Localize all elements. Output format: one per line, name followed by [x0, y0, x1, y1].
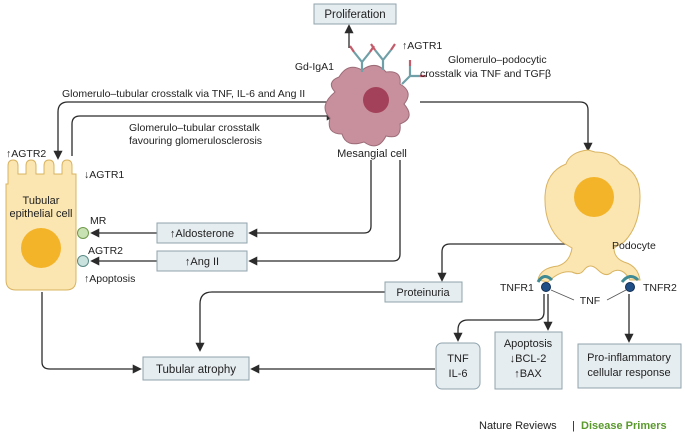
- arrow-glomerulo-tubular-1: [53, 101, 330, 160]
- tnfr1-receptor-icon: [536, 275, 554, 292]
- agtr1-top-label: ↑AGTR1: [402, 40, 442, 52]
- arrow-glomerulo-tubular-2: [71, 111, 336, 156]
- aldosterone-label: ↑Aldosterone: [170, 228, 234, 240]
- credit-publisher: Nature Reviews: [479, 420, 557, 432]
- agtr2-label: AGTR2: [88, 245, 123, 257]
- tubular-atrophy-box: Tubular atrophy: [142, 356, 250, 381]
- bax-label: ↑BAX: [514, 368, 542, 380]
- proliferation-node: Proliferation: [313, 3, 397, 25]
- credit-journal: Disease Primers: [581, 420, 667, 432]
- tnf-il6-label-2: IL-6: [449, 368, 468, 380]
- proteinuria-box: Proteinuria: [384, 281, 463, 303]
- ang2-box: ↑Ang II: [156, 250, 248, 272]
- arrow-to-ang2: [248, 160, 401, 266]
- ang2-label: ↑Ang II: [185, 256, 219, 268]
- proinflammatory-box: Pro-inflammatory cellular response: [577, 343, 682, 389]
- podocyte-nucleus: [574, 177, 614, 217]
- connector-arrows: [41, 24, 634, 374]
- agtr1-down-label: ↓AGTR1: [84, 169, 124, 181]
- tnfr2-receptor-icon: [620, 275, 640, 292]
- tnf-binding-lines: [550, 289, 627, 301]
- bcl2-label: ↓BCL-2: [510, 353, 547, 365]
- tubular-cell-body: [5, 159, 77, 291]
- glomerulo-podocytic-crosstalk-label-1: Glomerulo–podocytic: [448, 54, 547, 66]
- arrow-proteinuria-to-atrophy: [195, 291, 385, 352]
- mr-label: MR: [90, 215, 107, 227]
- agtr2-receptor-icon: [77, 255, 89, 267]
- mesangial-nucleus: [363, 87, 389, 113]
- proliferation-label: Proliferation: [324, 9, 385, 21]
- aldosterone-box: ↑Aldosterone: [156, 222, 248, 244]
- credit-separator: |: [572, 420, 575, 432]
- mr-receptor-icon: [77, 227, 89, 239]
- agtr1-receptor-icon: [401, 60, 426, 85]
- tnfr2-label: TNFR2: [643, 282, 677, 294]
- antibody-icons: [349, 43, 426, 85]
- publisher-credit: Nature Reviews | Disease Primers: [479, 420, 667, 432]
- gd-iga1-label: Gd-IgA1: [295, 61, 334, 73]
- agtr2-up-label: ↑AGTR2: [6, 148, 46, 160]
- tnf-il6-box: TNF IL-6: [435, 342, 481, 390]
- glomerulo-tubular-crosstalk-label-2b: favouring glomerulosclerosis: [129, 135, 262, 147]
- arrow-to-aldosterone: [248, 160, 372, 238]
- apoptosis-box: Apoptosis ↓BCL-2 ↑BAX: [494, 331, 563, 390]
- tubular-epithelial-cell: Tubular epithelial cell: [5, 159, 77, 291]
- gd-iga1-icon-left: [349, 45, 375, 72]
- arrow-tnfr1-to-tnf-il6: [453, 294, 545, 342]
- gd-iga1-icon-center: [370, 43, 396, 70]
- tnf-il6-label-1: TNF: [447, 353, 469, 365]
- proinflammatory-label-1: Pro-inflammatory: [587, 352, 671, 364]
- tubular-cell-label-2: epithelial cell: [10, 208, 73, 220]
- mesangial-cell-label: Mesangial cell: [337, 148, 407, 160]
- glomerulo-tubular-crosstalk-label-2a: Glomerulo–tubular crosstalk: [129, 122, 260, 134]
- glomerulo-podocytic-crosstalk-label-2: crosstalk via TNF and TGFβ: [420, 68, 551, 80]
- glomerulo-tubular-crosstalk-label-1: Glomerulo–tubular crosstalk via TNF, IL-…: [62, 88, 305, 100]
- proteinuria-label: Proteinuria: [396, 287, 450, 299]
- apoptosis-box-title: Apoptosis: [504, 338, 553, 350]
- tnf-label: TNF: [580, 295, 600, 307]
- podocyte-cell: Podocyte: [537, 149, 656, 283]
- arrow-glomerulo-podocytic: [420, 101, 593, 152]
- tnfr1-label: TNFR1: [500, 282, 534, 294]
- proinflammatory-label-2: cellular response: [587, 367, 670, 379]
- apoptosis-up-label: ↑Apoptosis: [84, 273, 135, 285]
- podocyte-label: Podocyte: [612, 240, 656, 252]
- tubular-cell-label-1: Tubular: [23, 195, 60, 207]
- arrow-podocyte-to-proteinuria: [437, 243, 570, 282]
- arrow-tubular-to-atrophy: [41, 292, 142, 374]
- mesangial-cell: Mesangial cell: [324, 65, 410, 160]
- tubular-atrophy-label: Tubular atrophy: [156, 364, 236, 376]
- tubular-nucleus: [21, 228, 61, 268]
